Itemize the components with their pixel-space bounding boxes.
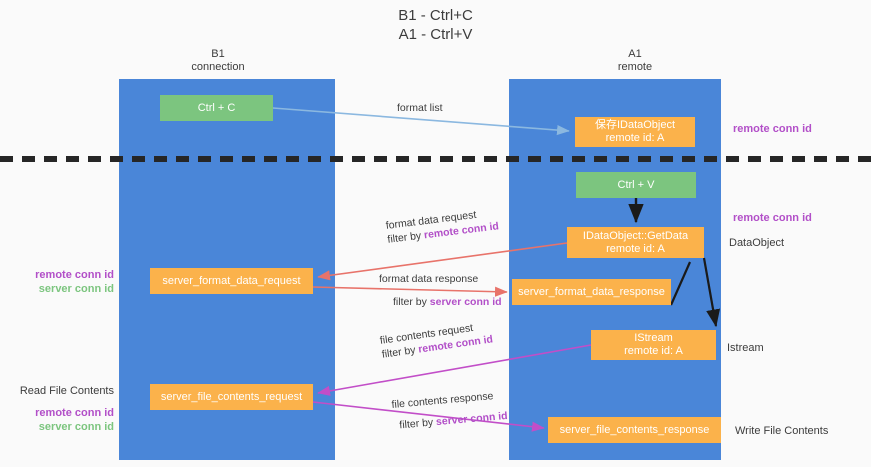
title-line-2: A1 - Ctrl+V: [398, 26, 473, 43]
annotation-remote-conn-id-top: remote conn id: [733, 123, 812, 135]
box-ctrl-c[interactable]: Ctrl + C: [160, 95, 273, 121]
title-line-1: B1 - Ctrl+C: [398, 7, 473, 24]
box-server-file-contents-response-label: server_file_contents_response: [559, 423, 710, 436]
box-server-file-contents-response[interactable]: server_file_contents_response: [548, 417, 721, 443]
edge-label-file-contents-response-filter: filter by server conn id: [399, 409, 508, 432]
edge-label-format-data-response: format data response filter by server co…: [379, 272, 502, 309]
filter-prefix: filter by: [398, 416, 437, 432]
edge-label-file-contents-request: file contents request filter by remote c…: [379, 318, 494, 361]
annotation-dataobject: DataObject: [729, 237, 785, 249]
box-save-idataobject-line1: 保存IDataObject: [594, 119, 676, 131]
box-ctrl-c-label: Ctrl + C: [197, 101, 236, 114]
edge-label-file-contents-response: file contents response filter by server …: [391, 388, 508, 433]
column-header-b1-role: connection: [191, 61, 245, 73]
column-header-a1-role: remote: [617, 61, 653, 73]
box-istream[interactable]: IStream remote id: A: [591, 330, 716, 360]
filter-prefix: filter by: [386, 229, 425, 246]
box-istream-line1: IStream: [634, 332, 673, 344]
edge-label-format-data-response-filter: filter by server conn id: [393, 295, 502, 309]
edge-label-format-data-request: format data request filter by remote con…: [385, 205, 500, 246]
box-server-format-data-response-label: server_format_data_response: [518, 285, 665, 298]
annotation-left-server-conn-id-2: server conn id: [38, 421, 114, 433]
box-server-format-data-request[interactable]: server_format_data_request: [150, 268, 313, 294]
box-server-format-data-response[interactable]: server_format_data_response: [512, 279, 671, 305]
filter-prefix: filter by: [393, 296, 430, 308]
annotation-left-remote-conn-id-2: remote conn id: [35, 407, 114, 419]
annotation-remote-conn-id-mid: remote conn id: [733, 212, 812, 224]
box-server-format-data-request-label: server_format_data_request: [162, 274, 301, 287]
box-server-file-contents-request-label: server_file_contents_request: [160, 390, 303, 403]
filter-key-server-conn-id: server conn id: [435, 409, 509, 429]
edge-label-file-contents-response-text: file contents response: [391, 390, 494, 411]
edge-label-format-list-text: format list: [397, 102, 443, 114]
box-idataobject-getdata-line2: remote id: A: [606, 242, 665, 255]
annotation-left-conn-ids-top: remote conn id server conn id: [18, 268, 114, 296]
box-ctrl-v-label: Ctrl + V: [617, 178, 655, 191]
annotation-read-file-contents: Read File Contents: [19, 385, 114, 397]
column-header-b1-name: B1: [211, 48, 225, 60]
filter-key-server-conn-id: server conn id: [429, 296, 502, 308]
box-idataobject-getdata[interactable]: IDataObject::GetData remote id: A: [567, 227, 704, 258]
annotation-left-remote-conn-id: remote conn id: [35, 269, 114, 281]
box-server-file-contents-request[interactable]: server_file_contents_request: [150, 384, 313, 410]
column-header-a1-name: A1: [628, 48, 642, 60]
edge-label-format-data-response-text: format data response: [379, 273, 479, 285]
edge-label-format-list: format list: [397, 101, 443, 115]
annotation-write-file-contents: Write File Contents: [735, 425, 829, 437]
box-save-idataobject[interactable]: 保存IDataObject remote id: A: [575, 117, 695, 147]
column-header-b1: B1 connection: [150, 48, 286, 74]
column-header-a1: A1 remote: [549, 48, 721, 74]
box-save-idataobject-line2: remote id: A: [605, 132, 665, 144]
box-ctrl-v[interactable]: Ctrl + V: [576, 172, 696, 198]
diagram-title: B1 - Ctrl+C A1 - Ctrl+V: [0, 6, 871, 44]
annotation-istream: Istream: [727, 342, 764, 354]
box-idataobject-getdata-line1: IDataObject::GetData: [582, 229, 689, 242]
annotation-left-server-conn-id: server conn id: [38, 283, 114, 295]
box-istream-line2: remote id: A: [624, 345, 683, 357]
filter-prefix: filter by: [381, 343, 420, 361]
annotation-left-conn-ids-bottom: Read File Contents remote conn id server…: [18, 384, 114, 434]
